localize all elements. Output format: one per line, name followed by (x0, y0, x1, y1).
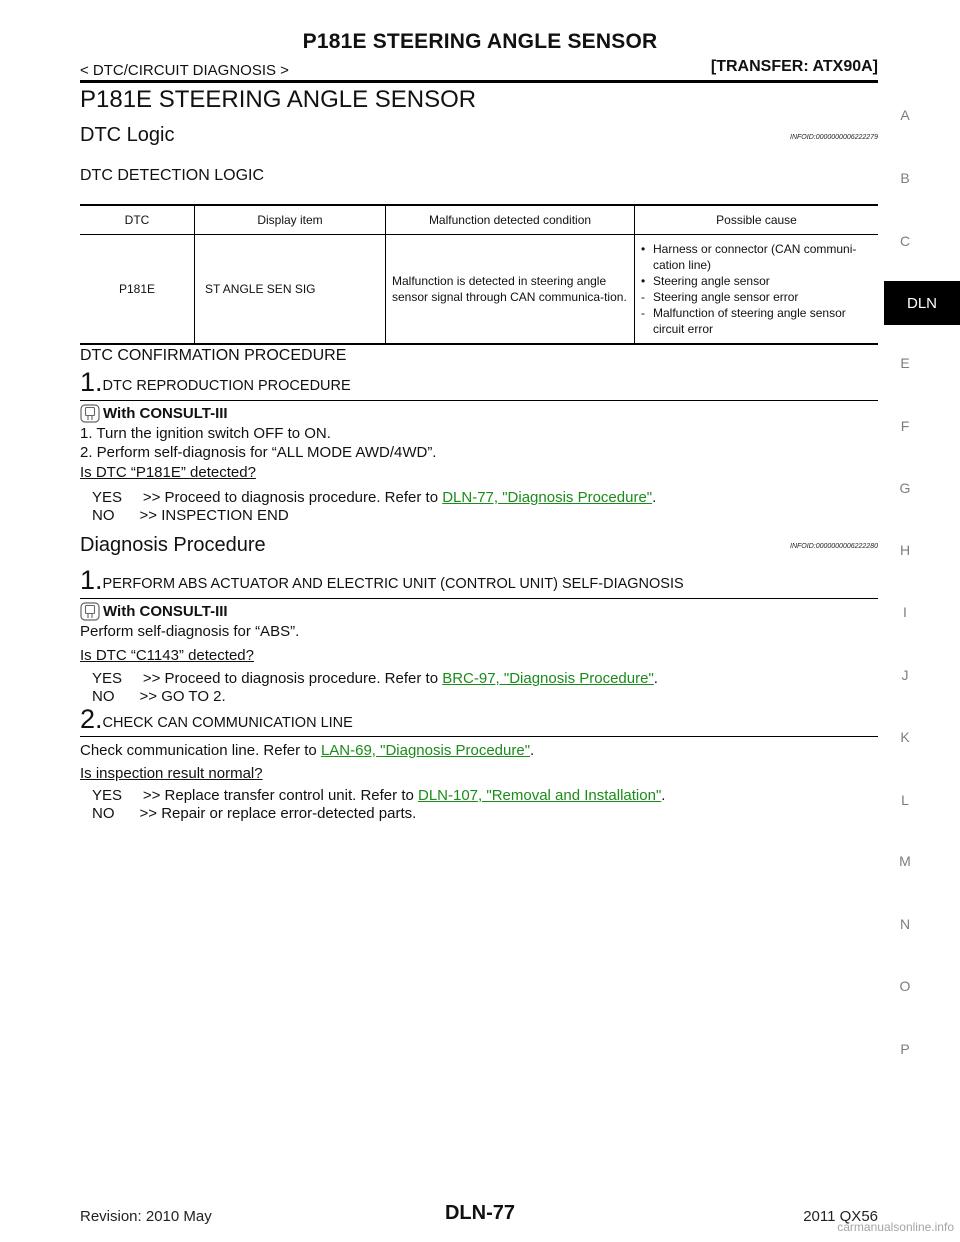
info-id: INFOID:0000000006222279 (790, 134, 878, 141)
consult-tool-icon (80, 602, 100, 621)
cause-item: • Harness or connector (CAN communi-cati… (641, 241, 872, 273)
section-index-f[interactable]: F (900, 418, 910, 434)
cause-text: Steering angle sensor error (653, 290, 799, 304)
instruction-line: 1. Turn the ignition switch OFF to ON. (80, 425, 331, 442)
yes-text: YES >> Proceed to diagnosis procedure. R… (92, 670, 443, 687)
no-line: NO >> Repair or replace error-detected p… (92, 805, 417, 822)
cell-dtc: P181E (80, 234, 195, 345)
table-header-row: DTC Display item Malfunction detected co… (80, 204, 878, 235)
dash-icon: - (641, 306, 645, 320)
instruction-line: 2. Perform self-diagnosis for “ALL MODE … (80, 444, 437, 461)
section-index-k[interactable]: K (900, 729, 910, 745)
step-title: CHECK CAN COMMUNICATION LINE (102, 715, 353, 731)
section-index-h[interactable]: H (899, 542, 911, 558)
instruction-line: Check communication line. Refer to LAN-6… (80, 742, 535, 759)
section-index-g[interactable]: G (899, 480, 911, 496)
section-index-p[interactable]: P (900, 1041, 910, 1057)
cell-condition: Malfunction is detected in steering angl… (385, 234, 635, 345)
link-lan-69[interactable]: LAN-69, "Diagnosis Procedure" (320, 742, 531, 759)
cause-subitem: - Malfunction of steering angle sensor c… (641, 305, 872, 337)
step-header: 1.DTC REPRODUCTION PROCEDURE (80, 367, 351, 398)
consult-label: With CONSULT-III (80, 602, 228, 621)
instruction-text: Check communication line. Refer to (80, 742, 321, 759)
yes-line: YES >> Proceed to diagnosis procedure. R… (92, 670, 658, 687)
no-line: NO >> INSPECTION END (92, 507, 289, 524)
header-title: P181E STEERING ANGLE SENSOR (302, 30, 658, 53)
consult-tool-icon (80, 404, 100, 423)
section-index-a[interactable]: A (900, 107, 910, 123)
section-index-j[interactable]: J (901, 667, 909, 683)
section-index-l[interactable]: L (901, 792, 909, 808)
watermark: carmanualsonline.info (837, 1220, 954, 1234)
step-title: PERFORM ABS ACTUATOR AND ELECTRIC UNIT (… (102, 576, 684, 592)
cause-subitem: - Steering angle sensor error (641, 289, 872, 305)
consult-text: With CONSULT-III (103, 603, 228, 620)
column-header-dtc: DTC (80, 204, 195, 235)
column-header-condition: Malfunction detected condition (385, 204, 635, 235)
link-dln-77[interactable]: DLN-77, "Diagnosis Procedure" (442, 489, 653, 506)
link-brc-97[interactable]: BRC-97, "Diagnosis Procedure" (442, 670, 654, 687)
section-index-e[interactable]: E (900, 355, 910, 371)
column-header-possible-cause: Possible cause (634, 204, 878, 235)
section-index-i[interactable]: I (903, 604, 907, 620)
step-rule (80, 736, 878, 737)
revision-date: Revision: 2010 May (80, 1208, 212, 1225)
step-header: 1.PERFORM ABS ACTUATOR AND ELECTRIC UNIT… (80, 565, 684, 596)
cause-text: Malfunction of steering angle sensor cir… (653, 306, 846, 336)
section-index-c[interactable]: C (899, 233, 911, 249)
cause-text: Steering angle sensor (653, 274, 770, 288)
cause-text: Harness or connector (CAN communi-cation… (653, 242, 857, 272)
yes-line: YES >> Proceed to diagnosis procedure. R… (92, 489, 657, 506)
dtc-table: DTC Display item Malfunction detected co… (80, 204, 878, 345)
section-index-n[interactable]: N (899, 916, 911, 932)
step-header: 2.CHECK CAN COMMUNICATION LINE (80, 704, 353, 735)
section-index-dln-active[interactable]: DLN (884, 281, 960, 325)
consult-label: With CONSULT-III (80, 404, 228, 423)
dash-icon: - (641, 290, 645, 304)
diagnosis-procedure-heading: Diagnosis Procedure (80, 534, 266, 556)
no-line: NO >> GO TO 2. (92, 688, 226, 705)
section-index-m[interactable]: M (899, 853, 911, 869)
instruction-line: Perform self-diagnosis for “ABS”. (80, 623, 300, 640)
model-label: 2011 QX56 (803, 1208, 878, 1225)
yes-line: YES >> Replace transfer control unit. Re… (92, 787, 666, 804)
step-number: 2. (80, 704, 103, 734)
link-dln-107[interactable]: DLN-107, "Removal and Installation" (418, 787, 662, 804)
header-rule (80, 80, 878, 83)
confirmation-heading: DTC CONFIRMATION PROCEDURE (80, 347, 347, 364)
dtc-logic-heading: DTC Logic (80, 124, 175, 146)
page-number: DLN-77 (444, 1202, 515, 1224)
step-rule (80, 400, 878, 401)
bullet-icon: • (641, 274, 646, 288)
step-number: 1. (80, 367, 103, 397)
cause-item: • Steering angle sensor (641, 273, 872, 289)
consult-text: With CONSULT-III (103, 405, 228, 422)
yes-text: YES >> Replace transfer control unit. Re… (92, 787, 418, 804)
step-rule (80, 598, 878, 599)
column-header-display-item: Display item (194, 204, 386, 235)
breadcrumb: < DTC/CIRCUIT DIAGNOSIS > (80, 62, 289, 79)
question: Is DTC “P181E” detected? (80, 464, 256, 481)
question: Is inspection result normal? (80, 765, 263, 782)
info-id: INFOID:0000000006222280 (790, 543, 878, 550)
step-number: 1. (80, 565, 103, 595)
section-label: [TRANSFER: ATX90A] (710, 58, 878, 75)
page-title: P181E STEERING ANGLE SENSOR (80, 86, 477, 113)
bullet-icon: • (641, 242, 646, 256)
cell-display-item: ST ANGLE SEN SIG (194, 234, 386, 345)
section-index-o[interactable]: O (899, 978, 911, 994)
cell-possible-cause: • Harness or connector (CAN communi-cati… (634, 234, 878, 345)
yes-text: YES >> Proceed to diagnosis procedure. R… (92, 489, 443, 506)
step-title: DTC REPRODUCTION PROCEDURE (102, 378, 351, 394)
section-index-b[interactable]: B (900, 170, 910, 186)
table-row: P181E ST ANGLE SEN SIG Malfunction is de… (80, 234, 878, 345)
question: Is DTC “C1143” detected? (80, 647, 254, 664)
detection-logic-heading: DTC DETECTION LOGIC (80, 167, 265, 184)
